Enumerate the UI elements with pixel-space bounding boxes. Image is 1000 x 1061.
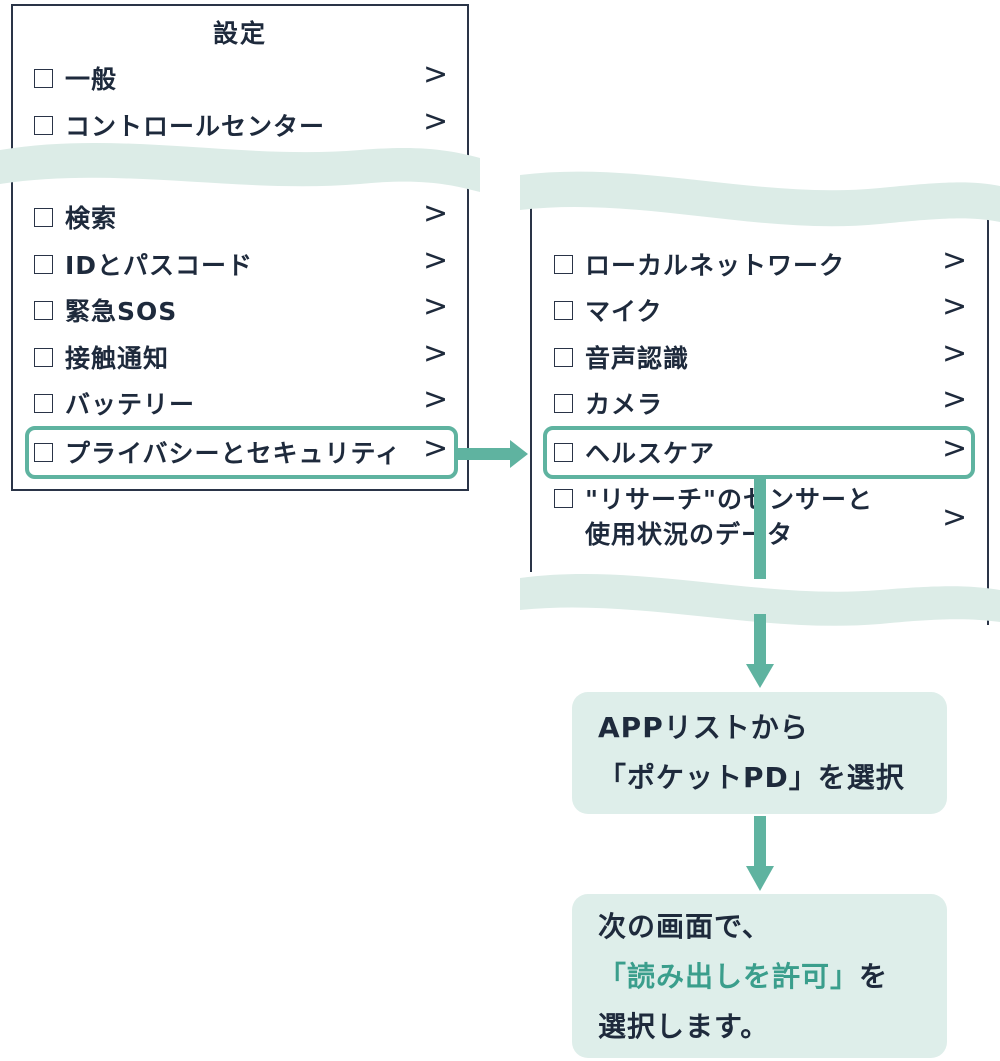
settings-item-label: コントロールセンター: [65, 112, 326, 141]
chevron-right-icon: >: [942, 382, 968, 417]
checkbox[interactable]: [34, 207, 53, 227]
checkbox[interactable]: [34, 393, 53, 413]
privacy-item-label: マイク: [585, 297, 663, 326]
settings-item-emergency-sos[interactable]: 緊急SOS: [34, 290, 177, 330]
settings-item-label: IDとパスコード: [65, 251, 254, 280]
settings-item-control-center[interactable]: コントロールセンター: [34, 105, 325, 145]
privacy-item-local-network[interactable]: ローカルネットワーク: [554, 244, 845, 284]
arrow-down-1-shaft-b: [754, 614, 766, 668]
settings-item-label: 一般: [65, 65, 118, 94]
chevron-right-icon: >: [942, 243, 968, 278]
checkbox[interactable]: [34, 68, 53, 88]
checkbox[interactable]: [34, 254, 53, 274]
settings-item-privacy-security[interactable]: プライバシーとセキュリティ: [34, 432, 401, 472]
chevron-right-icon: >: [423, 104, 449, 139]
privacy-item-health[interactable]: ヘルスケア: [554, 432, 715, 472]
privacy-item-microphone[interactable]: マイク: [554, 290, 663, 330]
chevron-right-icon: >: [423, 243, 449, 278]
chevron-right-icon: >: [423, 431, 449, 466]
checkbox[interactable]: [554, 347, 573, 367]
arrow-right-shaft: [458, 448, 514, 460]
settings-item-label: 検索: [65, 204, 118, 233]
settings-title: 設定: [212, 19, 267, 48]
chevron-right-icon: >: [942, 431, 968, 466]
checkbox[interactable]: [34, 442, 53, 462]
step1-line2: 「ポケットPD」を選択: [598, 761, 905, 794]
checkbox[interactable]: [554, 254, 573, 274]
break-band-right-top: [520, 171, 1000, 227]
privacy-item-label: カメラ: [585, 390, 664, 419]
chevron-right-icon: >: [942, 289, 968, 324]
privacy-item-label: 音声認識: [585, 344, 690, 373]
privacy-item-camera[interactable]: カメラ: [554, 383, 663, 423]
checkbox[interactable]: [554, 442, 573, 462]
arrow-down-2-shaft: [754, 816, 766, 870]
checkbox[interactable]: [34, 347, 53, 367]
settings-item-general[interactable]: 一般: [34, 58, 117, 98]
step2-line2: 「読み出しを許可」を: [598, 952, 921, 1002]
settings-item-label: バッテリー: [65, 390, 196, 419]
panel-border-right: [987, 205, 989, 625]
settings-item-id-passcode[interactable]: IDとパスコード: [34, 244, 253, 284]
arrow-down-1-shaft-a: [754, 479, 766, 579]
chevron-right-icon: >: [423, 289, 449, 324]
step2-line2-rest: を: [859, 960, 889, 993]
arrow-down-1-head: [746, 664, 774, 688]
chevron-right-icon: >: [942, 336, 968, 371]
chevron-right-icon: >: [942, 500, 968, 535]
settings-item-exposure[interactable]: 接触通知: [34, 337, 169, 377]
settings-item-label: 接触通知: [65, 344, 170, 373]
checkbox[interactable]: [554, 300, 573, 320]
settings-panel: [11, 4, 469, 491]
panel-border-left: [530, 200, 532, 572]
checkbox[interactable]: [554, 393, 573, 413]
step1-line1: APPリストから: [598, 711, 809, 744]
chevron-right-icon: >: [423, 382, 449, 417]
checkbox[interactable]: [34, 115, 53, 135]
chevron-right-icon: >: [423, 336, 449, 371]
settings-item-label: 緊急SOS: [65, 297, 178, 326]
settings-item-label: プライバシーとセキュリティ: [65, 439, 402, 468]
allow-read-highlight: 「読み出しを許可」: [598, 960, 860, 993]
privacy-item-speech[interactable]: 音声認識: [554, 337, 689, 377]
checkbox[interactable]: [554, 488, 573, 508]
step2-line3: 選択します。: [598, 1010, 770, 1043]
privacy-item-research[interactable]: "リサーチ"のセンサーと: [554, 478, 873, 518]
settings-item-search[interactable]: 検索: [34, 197, 117, 237]
arrow-right-head: [510, 440, 528, 468]
break-band-right-bottom: [520, 574, 1000, 626]
highlight-privacy: [25, 426, 458, 479]
checkbox[interactable]: [34, 300, 53, 320]
highlight-health: [543, 426, 975, 479]
privacy-item-label: ヘルスケア: [585, 439, 716, 468]
settings-item-battery[interactable]: バッテリー: [34, 383, 195, 423]
step-box-2: 次の画面で、 「読み出しを許可」を 選択します。: [572, 894, 947, 1058]
break-band-left: [0, 142, 480, 192]
chevron-right-icon: >: [423, 57, 449, 92]
chevron-right-icon: >: [423, 196, 449, 231]
step2-line1: 次の画面で、: [598, 910, 771, 943]
arrow-down-2-head: [746, 866, 774, 891]
privacy-item-label: ローカルネットワーク: [585, 251, 846, 280]
step-box-1: APPリストから 「ポケットPD」を選択: [572, 692, 947, 814]
privacy-item-label: "リサーチ"のセンサーと: [585, 485, 874, 514]
